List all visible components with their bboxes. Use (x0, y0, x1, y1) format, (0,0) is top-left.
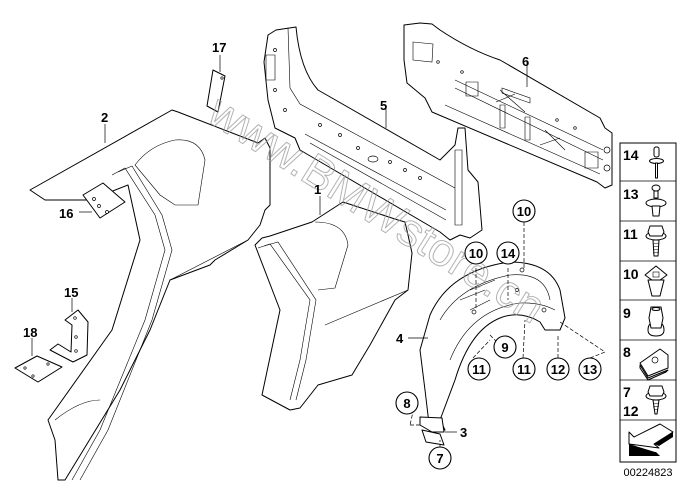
square-nut-clip-icon (644, 265, 668, 297)
svg-text:11: 11 (517, 362, 531, 377)
part-1-side-panel-right[interactable] (254, 201, 413, 411)
callout-circled-14[interactable]: 14 (496, 241, 520, 265)
callout-5[interactable]: 5 (380, 98, 387, 113)
hex-collar-screw-icon (645, 225, 667, 257)
part-18-plate[interactable] (14, 355, 63, 383)
legend-item-13[interactable]: 13 (623, 184, 667, 217)
svg-text:7: 7 (623, 384, 631, 400)
callout-circled-8[interactable]: 8 (395, 391, 419, 415)
spring-nut-clip-icon (639, 348, 669, 381)
svg-text:10: 10 (623, 266, 639, 282)
svg-text:13: 13 (583, 362, 597, 377)
svg-text:13: 13 (623, 186, 639, 202)
svg-text:14: 14 (501, 246, 516, 261)
circled-callouts: 10 10 14 9 11 11 12 13 (395, 199, 602, 470)
callout-15[interactable]: 15 (64, 285, 78, 300)
svg-text:14: 14 (623, 147, 639, 163)
fastener-legend: 14 13 11 (619, 142, 677, 463)
rivet-icon (649, 146, 664, 179)
part-2-side-panel-left[interactable] (29, 109, 271, 481)
callout-6[interactable]: 6 (522, 54, 529, 69)
svg-text:12: 12 (551, 362, 565, 377)
callout-circled-12[interactable]: 12 (546, 357, 570, 381)
svg-text:9: 9 (623, 305, 631, 321)
part-16-plate[interactable] (82, 182, 126, 219)
part-15-bracket[interactable] (49, 309, 89, 363)
callout-2[interactable]: 2 (101, 110, 108, 125)
svg-text:9: 9 (501, 340, 508, 355)
svg-text:12: 12 (623, 403, 639, 419)
callout-18[interactable]: 18 (23, 325, 37, 340)
callout-circled-10-left[interactable]: 10 (464, 241, 488, 265)
part-6-rear-panel[interactable] (403, 22, 613, 189)
cap-nut-icon (647, 306, 665, 337)
svg-text:11: 11 (472, 362, 486, 377)
callout-1[interactable]: 1 (314, 182, 321, 197)
legend-item-14[interactable]: 14 (623, 146, 664, 179)
callout-17[interactable]: 17 (212, 40, 226, 55)
part-5-side-member[interactable] (263, 26, 483, 241)
callout-circled-13[interactable]: 13 (578, 357, 602, 381)
legend-item-11[interactable]: 11 (623, 225, 667, 257)
svg-text:8: 8 (403, 396, 410, 411)
callout-circled-11-right[interactable]: 11 (512, 357, 536, 381)
svg-text:7: 7 (436, 451, 443, 466)
callout-circled-7[interactable]: 7 (428, 446, 452, 470)
svg-text:10: 10 (517, 204, 531, 219)
svg-text:10: 10 (469, 246, 483, 261)
callout-4[interactable]: 4 (396, 331, 404, 346)
callouts: 1 2 3 4 5 6 15 16 17 18 (23, 40, 529, 440)
part-17-strip[interactable] (206, 69, 226, 113)
callout-circled-10-top[interactable]: 10 (512, 199, 536, 223)
callout-16[interactable]: 16 (59, 206, 73, 221)
legend-item-7-12[interactable]: 7 12 (623, 384, 667, 419)
leader-lines (31, 55, 606, 448)
svg-text:11: 11 (623, 226, 638, 242)
svg-text:8: 8 (623, 344, 631, 360)
legend-item-9[interactable]: 9 (623, 305, 665, 337)
legend-item-8[interactable]: 8 (623, 344, 669, 381)
callout-circled-11-left[interactable]: 11 (467, 357, 491, 381)
callout-3[interactable]: 3 (460, 425, 467, 440)
hex-tapping-screw-icon (645, 385, 667, 415)
part-4-wheel-arch-liner[interactable] (419, 261, 566, 433)
direction-arrow-icon (628, 423, 674, 456)
document-number: 00224823 (624, 467, 673, 479)
legend-item-arrow[interactable] (628, 423, 674, 456)
callout-circled-9[interactable]: 9 (493, 335, 517, 359)
expanding-rivet-icon (645, 184, 667, 217)
legend-item-10[interactable]: 10 (623, 265, 668, 297)
part-3-trim[interactable] (419, 416, 445, 446)
